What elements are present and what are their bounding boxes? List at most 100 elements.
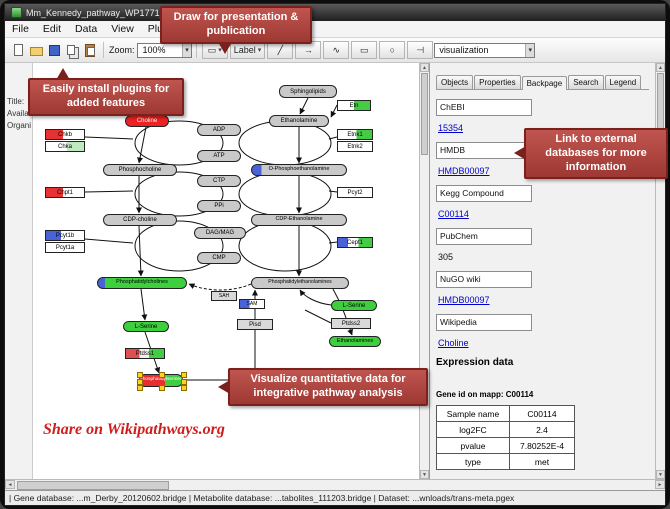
visualization-combobox[interactable]: visualization ▾ (434, 42, 535, 58)
ellipse-tool-icon: ○ (389, 45, 396, 55)
line-tool-button[interactable]: ╱ (267, 41, 294, 59)
chevron-down-icon: ▾ (182, 43, 191, 57)
gene-id-line: Gene id on mapp: C00114 (436, 390, 534, 399)
new-file-button[interactable] (9, 41, 27, 59)
pathway-node[interactable]: Ethanolamine (269, 115, 329, 127)
pathway-node[interactable]: Pcyt1a (45, 242, 85, 253)
selection-handle[interactable] (137, 385, 143, 391)
tab-properties[interactable]: Properties (474, 75, 521, 89)
pathway-node[interactable]: ADP (197, 124, 241, 136)
menu-data[interactable]: Data (75, 23, 98, 35)
pathway-node[interactable]: L-Serine (331, 300, 377, 311)
rect-tool-button[interactable]: ▭ (351, 41, 378, 59)
scroll-left-icon[interactable]: ◄ (5, 480, 15, 489)
pathway-node[interactable]: Choline (125, 115, 169, 127)
database-value-row: C00114 (438, 209, 649, 219)
database-link[interactable]: 15354 (438, 123, 464, 133)
selection-handle[interactable] (137, 378, 143, 385)
pathway-node[interactable]: Pisd (237, 319, 273, 330)
pathway-node[interactable]: Ethanolamines (329, 336, 381, 347)
menu-file[interactable]: File (12, 23, 29, 35)
tab-objects[interactable]: Objects (436, 75, 474, 89)
callout-plugins: Easily install plugins for added feature… (28, 68, 184, 116)
curve-tool-button[interactable]: ∿ (323, 41, 350, 59)
database-value-row: HMDB00097 (438, 166, 649, 176)
pathway-node[interactable]: CTP (197, 175, 241, 187)
save-file-button[interactable] (45, 41, 63, 59)
pathway-node[interactable]: Chpt1 (45, 187, 85, 198)
pathway-node[interactable]: Phosphatidylcholines (97, 277, 187, 289)
menu-edit[interactable]: Edit (42, 23, 62, 35)
scroll-down-icon[interactable]: ▼ (656, 470, 665, 479)
inhibitor-tool-button[interactable]: ⊣ (407, 41, 434, 59)
database-link[interactable]: HMDB00097 (438, 295, 490, 305)
chevron-down-icon: ▾ (257, 47, 262, 54)
open-file-button[interactable] (27, 41, 45, 59)
tab-search[interactable]: Search (568, 75, 604, 89)
pathway-node[interactable]: Pcyt2 (337, 187, 373, 198)
scroll-thumb[interactable] (421, 73, 428, 155)
pathway-node[interactable]: Sphingolipids (279, 85, 337, 98)
pathway-node[interactable]: Pcyt1b (45, 230, 85, 241)
selection-handle[interactable] (181, 385, 187, 391)
arrow-tool-icon: → (303, 45, 313, 55)
pathway-node[interactable]: Phosphocholine (103, 164, 177, 176)
pathway-node[interactable]: SAM (239, 299, 265, 309)
pathway-node[interactable]: Cept1 (337, 237, 373, 248)
scroll-up-icon[interactable]: ▲ (420, 63, 429, 72)
app-icon (11, 7, 22, 18)
pathway-node[interactable]: Chka (45, 141, 85, 152)
selection-handle[interactable] (181, 372, 187, 378)
copy-button[interactable] (63, 41, 81, 59)
pathway-node[interactable]: CMP (197, 252, 241, 264)
pathway-node[interactable]: CDP-choline (103, 214, 177, 226)
menu-bar: FileEditDataViewPluginsHelp (5, 21, 665, 38)
tab-legend[interactable]: Legend (604, 75, 642, 89)
selection-handle[interactable] (159, 372, 165, 378)
pathway-node[interactable]: Etnk1 (337, 129, 373, 140)
tab-backpage[interactable]: Backpage (521, 76, 568, 90)
pathway-node[interactable]: Phosphatidylethanolamines (251, 277, 349, 289)
arrow-tool-button[interactable]: → (295, 41, 322, 59)
pathway-node[interactable]: L-Serine (123, 321, 169, 332)
selection-handle[interactable] (159, 385, 165, 391)
sidebar-scrollbar[interactable]: ▲ ▼ (655, 63, 665, 479)
pathway-node[interactable]: Etn (337, 100, 371, 111)
pathway-node[interactable]: PPi (197, 200, 241, 212)
zoom-combobox[interactable]: 100% ▾ (137, 42, 192, 58)
database-link[interactable]: Choline (438, 338, 469, 348)
scroll-thumb[interactable] (17, 481, 169, 490)
label-tool-button[interactable]: Label▾ (229, 41, 266, 59)
scroll-up-icon[interactable]: ▲ (656, 63, 665, 72)
window-titlebar[interactable]: Mm_Kennedy_pathway_WP1771_45176.gpml (5, 4, 665, 21)
horizontal-scrollbar[interactable]: ◄ ► (5, 479, 665, 490)
selection-handle[interactable] (137, 372, 143, 378)
pathway-node[interactable]: SAH (211, 291, 237, 301)
callout-visualize: Visualize quantitative data for integrat… (218, 368, 428, 406)
pathway-node[interactable]: Ptdss1 (125, 348, 165, 359)
selection-handle[interactable] (181, 378, 187, 385)
database-link[interactable]: HMDB00097 (438, 166, 490, 176)
pathway-node[interactable]: O-Phosphoethanolamine (251, 164, 347, 176)
menu-view[interactable]: View (111, 23, 134, 35)
scroll-right-icon[interactable]: ► (655, 480, 665, 489)
table-cell: type (436, 453, 510, 470)
scroll-thumb[interactable] (657, 73, 664, 135)
database-link[interactable]: C00114 (438, 209, 469, 219)
pathway-node[interactable]: CDP-Ethanolamine (251, 214, 347, 226)
canvas-vertical-scrollbar[interactable]: ▲ ▼ (419, 63, 429, 479)
pathway-node[interactable]: Ptdss2 (331, 318, 371, 329)
scroll-down-icon[interactable]: ▼ (420, 470, 429, 479)
pathway-node[interactable]: Chkb (45, 129, 85, 140)
pathway-node[interactable]: ATP (197, 150, 241, 162)
pathway-node[interactable]: DAG/MAG (194, 227, 246, 239)
paste-button[interactable] (81, 41, 99, 59)
pathway-node[interactable]: Etnk2 (337, 141, 373, 152)
ellipse-tool-button[interactable]: ○ (379, 41, 406, 59)
